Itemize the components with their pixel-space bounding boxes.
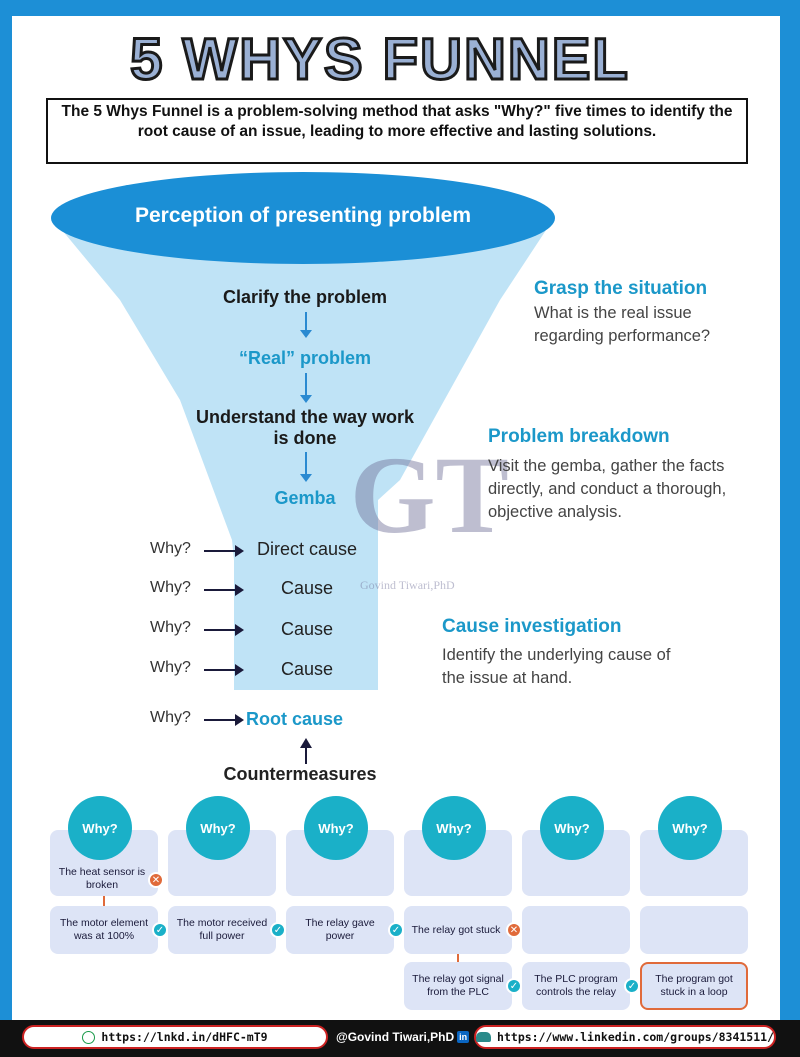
connector-line: [457, 954, 459, 962]
arrow-up-icon: [300, 738, 312, 764]
note-text-grasp: What is the real issue regarding perform…: [534, 304, 711, 345]
cross-icon: ✕: [506, 922, 522, 938]
note-text-breakdown: Visit the gemba, gather the facts direct…: [488, 457, 727, 521]
why-circle-1: Why?: [68, 796, 132, 860]
why-label: Why?: [150, 659, 191, 676]
linkedin-icon: in: [457, 1031, 470, 1043]
arrow-right-icon: [204, 664, 244, 676]
why-box-r2c6: [640, 906, 748, 954]
whatsapp-icon: [82, 1030, 96, 1044]
why-label: Why?: [150, 579, 191, 596]
description-box: The 5 Whys Funnel is a problem-solving m…: [46, 98, 748, 164]
cross-icon: ✕: [148, 872, 164, 888]
why-box-r2c3: [286, 906, 394, 954]
cause-1: Cause: [280, 578, 334, 598]
footer-handle-text: @Govind Tiwari,PhD: [336, 1030, 455, 1044]
countermeasures-label: Countermeasures: [223, 764, 377, 784]
connector-line: [103, 896, 105, 906]
cause-direct: Direct cause: [256, 539, 358, 559]
step-gemba: Gemba: [274, 488, 336, 508]
note-heading-grasp: Grasp the situation: [534, 278, 708, 299]
footer-link1-text: https://lnkd.in/dHFC-mT9: [101, 1030, 268, 1044]
arrow-down-icon: [300, 312, 312, 338]
arrow-right-icon: [204, 545, 244, 557]
footer-link2-text: https://www.linkedin.com/groups/8341511/: [497, 1030, 774, 1044]
why-label: Why?: [150, 619, 191, 636]
why-box-r2c2: [168, 906, 276, 954]
why-circle-4: Why?: [422, 796, 486, 860]
root-cause: Root cause: [246, 709, 344, 729]
note-heading-breakdown: Problem breakdown: [488, 426, 670, 447]
footer-handle: @Govind Tiwari,PhD in: [336, 1025, 470, 1049]
check-icon: ✓: [624, 978, 640, 994]
why-circle-3: Why?: [304, 796, 368, 860]
why-label: Why?: [150, 709, 191, 726]
why-text-r1c1: The heat sensor is broken: [58, 866, 146, 891]
why-circle-6: Why?: [658, 796, 722, 860]
arrow-right-icon: [204, 714, 244, 726]
funnel-top-label: Perception of presenting problem: [134, 204, 472, 227]
why-text-r3c6: The program got stuck in a loop: [655, 973, 733, 998]
note-heading-investigation: Cause investigation: [442, 616, 622, 637]
why-box-r2c5: [522, 906, 630, 954]
why-box-r3c5: [522, 962, 630, 1010]
why-box-r3c6: [640, 962, 748, 1010]
why-circle-5: Why?: [540, 796, 604, 860]
watermark-logo: GT: [350, 434, 509, 556]
check-icon: ✓: [506, 978, 522, 994]
why-label: Why?: [150, 540, 191, 557]
cause-2: Cause: [280, 619, 334, 639]
why-circle-2: Why?: [186, 796, 250, 860]
why-box-r2c4: [404, 906, 512, 954]
footer-link-shortlink[interactable]: https://lnkd.in/dHFC-mT9: [22, 1025, 328, 1049]
arrow-right-icon: [204, 624, 244, 636]
check-icon: ✓: [152, 922, 168, 938]
check-icon: ✓: [270, 922, 286, 938]
why-text-r2c1: The motor element was at 100%: [59, 917, 149, 942]
arrow-down-icon: [300, 452, 312, 482]
step-understand: Understand the way work is done: [195, 407, 415, 448]
footer-link-group[interactable]: https://www.linkedin.com/groups/8341511/: [474, 1025, 776, 1049]
cause-3: Cause: [280, 659, 334, 679]
why-box-r2c1: [50, 906, 158, 954]
page-title: 5 WHYS FUNNEL: [129, 26, 630, 94]
why-text-r3c5: The PLC program controls the relay: [534, 973, 618, 998]
arrow-down-icon: [300, 373, 312, 403]
why-text-r3c4: The relay got signal from the PLC: [412, 973, 504, 998]
step-clarify: Clarify the problem: [222, 287, 388, 307]
arrow-right-icon: [204, 584, 244, 596]
step-real: “Real” problem: [238, 348, 372, 368]
why-text-r2c3: The relay gave power: [305, 917, 375, 942]
check-icon: ✓: [388, 922, 404, 938]
why-text-r2c2: The motor received full power: [176, 917, 268, 942]
group-icon: [476, 1032, 492, 1042]
why-text-r2c4: The relay got stuck: [411, 924, 501, 936]
note-text-investigation: Identify the underlying cause of the iss…: [442, 646, 671, 687]
why-box-r3c4: [404, 962, 512, 1010]
watermark-name: Govind Tiwari,PhD: [360, 578, 455, 592]
